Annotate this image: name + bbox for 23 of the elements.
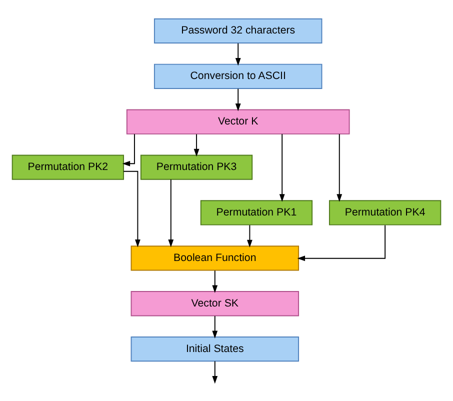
arrow [212,315,218,338]
arrow [168,178,174,247]
node-box: Boolean Function [130,245,300,270]
arrow [122,133,135,166]
node-box: Vector K [126,108,350,134]
arrow [212,270,218,292]
node-box: Password 32 characters [154,18,322,44]
node-box: Conversion to ASCII [154,63,322,88]
node-box: Permutation PK2 [12,154,124,180]
arrow [123,170,140,247]
arrow [194,133,200,156]
node-box: Permutation PK1 [200,200,313,225]
arrow [235,88,241,111]
node-box: Vector SK [130,290,300,316]
node-box: Permutation PK4 [329,200,442,225]
arrow [235,42,241,66]
node-box: Permutation PK3 [140,154,253,180]
arrow [212,360,218,384]
arrow [247,224,252,248]
arrow [279,133,285,202]
node-box: Initial States [130,336,300,362]
arrow [336,133,342,202]
arrow [297,224,386,261]
